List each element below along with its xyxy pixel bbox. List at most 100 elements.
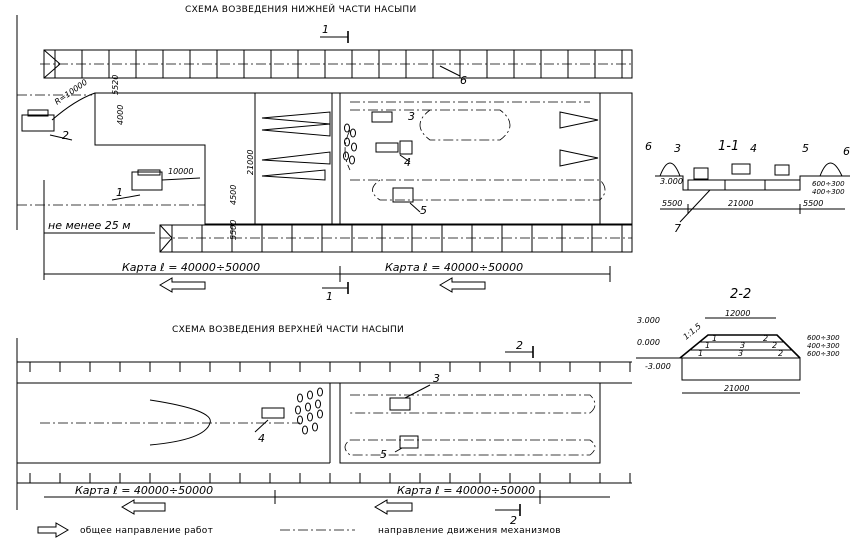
- work-direction-arrow-icon: [121, 499, 166, 515]
- s22-level-top: 3.000: [637, 316, 660, 325]
- dim-5500: 5500: [229, 220, 238, 240]
- upper-map-length-left: Карта ℓ = 40000÷50000: [75, 484, 213, 497]
- section-mark-1-bottom: 1: [322, 282, 349, 303]
- machine-1-excavator: 10000 1: [111, 167, 201, 201]
- s11-label-4: 4: [750, 142, 757, 155]
- dump-oval: [350, 128, 356, 138]
- section-mark-2-bottom: 2: [495, 504, 521, 527]
- svg-text:5: 5: [420, 204, 427, 217]
- work-direction-arrow-icon: [439, 277, 486, 293]
- s11-dim-mid: 21000: [728, 199, 753, 208]
- svg-text:1: 1: [326, 290, 333, 303]
- dim-4500: 4500: [229, 185, 238, 205]
- s22-layer-2: 400÷300: [807, 342, 840, 350]
- svg-text:2: 2: [772, 341, 777, 350]
- dump-oval: [344, 123, 350, 133]
- strip-ticks: [171, 225, 623, 252]
- s11-label-6b: 6: [843, 145, 850, 158]
- svg-text:2: 2: [516, 339, 523, 352]
- s22-slope: 1:1,5: [682, 321, 704, 341]
- s11-level: 3.000: [660, 177, 683, 186]
- map-length-left: Карта ℓ = 40000÷50000: [122, 261, 260, 274]
- bottom-spoil-strip: [159, 224, 633, 253]
- dump-oval: [343, 151, 349, 161]
- svg-text:2: 2: [763, 334, 768, 343]
- dump-oval: [317, 387, 323, 397]
- machine-5-upper: 5: [380, 435, 419, 461]
- dump-oval: [351, 142, 357, 152]
- svg-text:4: 4: [258, 432, 265, 445]
- s11-label-5: 5: [802, 142, 809, 155]
- dump-oval: [312, 422, 318, 432]
- map-length-right: Карта ℓ = 40000÷50000: [385, 261, 523, 274]
- dump-oval: [302, 425, 308, 435]
- svg-text:1: 1: [705, 341, 710, 350]
- embankment-ticks: [29, 362, 631, 483]
- s11-dim-left: 5500: [662, 199, 682, 208]
- dump-oval: [297, 393, 303, 403]
- svg-text:2: 2: [62, 129, 69, 142]
- machine-3-upper: 3: [389, 372, 440, 411]
- section-mark-1-top: 1: [320, 23, 349, 43]
- svg-text:4: 4: [404, 156, 411, 169]
- dump-oval: [307, 390, 313, 400]
- dump-oval: [297, 415, 303, 425]
- work-direction-arrow-icon: [159, 277, 206, 293]
- s11-label-6: 6: [645, 140, 652, 153]
- work-direction-arrow-icon: [374, 499, 413, 515]
- svg-text:3: 3: [433, 372, 440, 385]
- upper-map-length-right: Карта ℓ = 40000÷50000: [397, 484, 535, 497]
- svg-text:3: 3: [740, 341, 745, 350]
- section-mark-2-top: 2: [505, 339, 534, 358]
- svg-text:2: 2: [778, 349, 783, 358]
- svg-text:6: 6: [460, 74, 467, 87]
- label-6: 6: [439, 65, 467, 87]
- machine-2-bulldozer: 2: [21, 109, 73, 142]
- dump-oval: [295, 405, 301, 415]
- legend-machine-direction: направление движения механизмов: [378, 526, 561, 536]
- svg-text:1: 1: [698, 349, 703, 358]
- machine-3-scraper: 3: [371, 110, 415, 123]
- svg-text:1: 1: [116, 186, 123, 199]
- s22-bottom-width: 21000: [724, 384, 749, 393]
- s11-layer-b: 400÷300: [812, 188, 845, 196]
- working-zone: [94, 92, 633, 225]
- s22-top-width: 12000: [725, 309, 750, 318]
- s22-zone-numbers: 1 2 1 3 2 1 3 2: [698, 334, 783, 358]
- dump-oval: [317, 409, 323, 419]
- dump-oval: [315, 399, 321, 409]
- s11-layer-a: 600÷300: [812, 180, 845, 188]
- dump-oval: [307, 412, 313, 422]
- machine-4-roller: 4: [375, 140, 413, 169]
- s22-layer-1: 600÷300: [807, 334, 840, 342]
- legend-work-arrow-icon: [37, 522, 69, 538]
- svg-text:10000: 10000: [168, 167, 193, 176]
- s22-layer-3: 600÷300: [807, 350, 840, 358]
- machine-5-bulldozer: 5: [392, 187, 427, 217]
- radius-label: R=10000: [53, 78, 89, 107]
- dim-21000: 21000: [246, 150, 255, 175]
- s22-level-bottom: -3.000: [645, 362, 671, 371]
- svg-text:1: 1: [712, 334, 717, 343]
- dim-4000: 4000: [116, 105, 125, 125]
- s11-label-7: 7: [674, 222, 681, 235]
- legend-work-direction: общее направление работ: [80, 526, 213, 536]
- svg-text:1: 1: [322, 23, 329, 36]
- dim-5520: 5520: [111, 75, 120, 95]
- min-distance-label: не менее 25 м: [48, 219, 131, 232]
- section-1-1-title: 1-1: [718, 139, 739, 154]
- svg-text:2: 2: [510, 514, 517, 527]
- dump-oval: [344, 137, 350, 147]
- dump-oval: [305, 402, 311, 412]
- top-spoil-strip: [40, 49, 633, 79]
- section-1-1: [655, 162, 850, 223]
- s11-label-3: 3: [674, 142, 681, 155]
- upper-scheme-title: СХЕМА ВОЗВЕДЕНИЯ ВЕРХНЕЙ ЧАСТИ НАСЫПИ: [172, 323, 404, 335]
- soil-dumps: [343, 123, 357, 165]
- svg-text:5: 5: [380, 448, 387, 461]
- s11-dim-right: 5500: [803, 199, 823, 208]
- lower-scheme-title: СХЕМА ВОЗВЕДЕНИЯ НИЖНЕЙ ЧАСТИ НАСЫПИ: [185, 3, 417, 15]
- svg-text:3: 3: [738, 349, 743, 358]
- radius-arc: [51, 92, 96, 121]
